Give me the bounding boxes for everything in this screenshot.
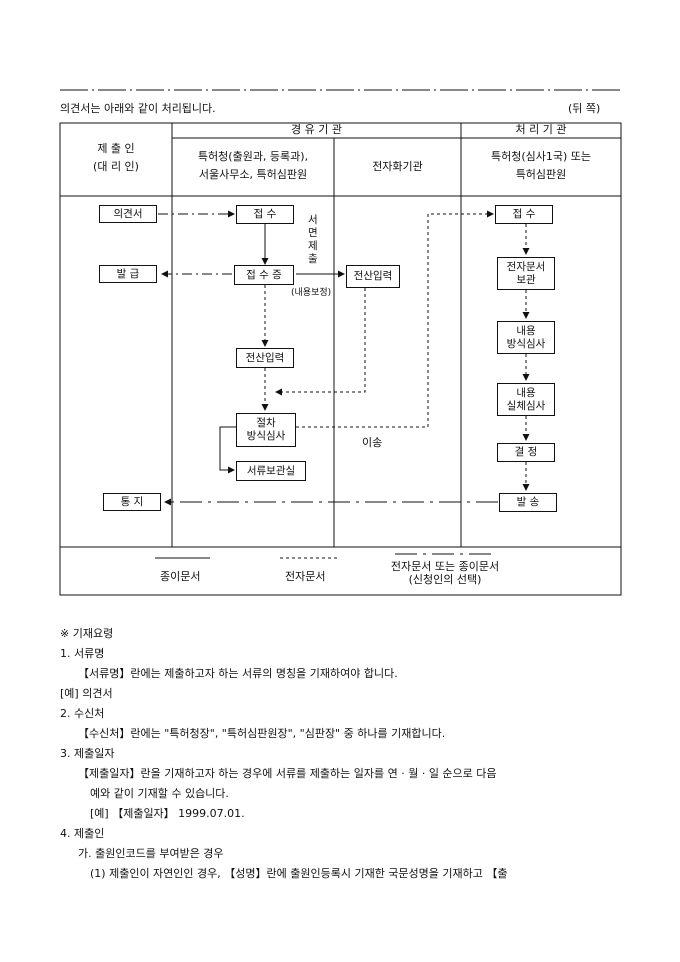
header-processing-kipo: 특허청(심사1국) 또는 특허심판원 — [490, 150, 592, 181]
guide-section-3-body-1: 【제출일자】란을 기재하고자 하는 경우에 서류를 제출하는 일자를 연 · 월… — [78, 767, 497, 780]
box-receive: 접 수 — [236, 205, 294, 224]
legend-electronic: 전자문서 — [285, 570, 326, 583]
header-via-institution: 경 유 기 관 — [291, 123, 342, 136]
back-page-label: (뒤 쪽) — [568, 102, 601, 115]
guide-section-3: 3. 제출일자 — [60, 747, 115, 760]
guide-section-4-a: 가. 출원인코드를 부여받은 경우 — [78, 847, 224, 860]
guide-section-1-example: [예] 의견서 — [60, 687, 113, 700]
intro-text: 의견서는 아래와 같이 처리됩니다. — [60, 102, 216, 115]
label-content-amend: (내용보정) — [291, 288, 332, 298]
box-e-doc-keep: 전자문서 보관 — [497, 257, 555, 290]
box-e-input-via: 전산입력 — [236, 348, 294, 368]
header-submitter: 제 출 인 (대 리 인) — [93, 142, 139, 173]
label-written-submission: 서 면 제 출 — [308, 214, 318, 265]
header-processing-institution: 처 리 기 관 — [515, 123, 567, 136]
guide-section-4: 4. 제출인 — [60, 827, 105, 840]
box-content-format-exam: 내용 방식심사 — [497, 321, 555, 354]
box-e-input-digitization: 전산입력 — [346, 265, 400, 288]
label-transfer: 이송 — [362, 436, 383, 449]
header-via-digitization: 전자화기관 — [372, 160, 423, 173]
guide-title: ※ 기재요령 — [60, 627, 114, 640]
box-receipt-certificate: 접 수 증 — [234, 265, 294, 285]
guide-section-2-body: 【수신처】란에는 "특허청장", "특허심판원장", "심판장" 중 하나를 기… — [78, 727, 446, 740]
guide-section-3-example: [예] 【제출일자】 1999.07.01. — [90, 807, 245, 820]
box-processing-receive: 접 수 — [495, 205, 553, 224]
legend-either: 전자문서 또는 종이문서 (신청인의 선택) — [390, 560, 500, 586]
header-via-kipo: 특허청(출원과, 등록과), 서울사무소, 특허심판원 — [197, 150, 309, 181]
guide-section-1-body: 【서류명】란에는 제출하고자 하는 서류의 명칭을 기재하여야 합니다. — [78, 667, 398, 680]
guide-section-3-body-2: 예와 같이 기재할 수 있습니다. — [90, 787, 229, 800]
box-opinion: 의견서 — [99, 205, 157, 223]
guide-section-1: 1. 서류명 — [60, 647, 105, 660]
box-notice: 통 지 — [103, 493, 161, 511]
box-archive: 서류보관실 — [236, 461, 306, 481]
box-send: 발 송 — [499, 493, 557, 512]
guide-section-4-a-1: (1) 제출인이 자연인인 경우, 【성명】란에 출원인등록시 기재한 국문성명… — [90, 867, 508, 880]
box-content-substantive-exam: 내용 실체심사 — [497, 383, 555, 416]
guide-section-2: 2. 수신처 — [60, 707, 105, 720]
box-procedure-exam: 절차 방식심사 — [236, 413, 296, 447]
legend-paper: 종이문서 — [160, 570, 201, 583]
box-issue: 발 급 — [99, 265, 157, 283]
box-decision: 결 정 — [497, 443, 555, 462]
